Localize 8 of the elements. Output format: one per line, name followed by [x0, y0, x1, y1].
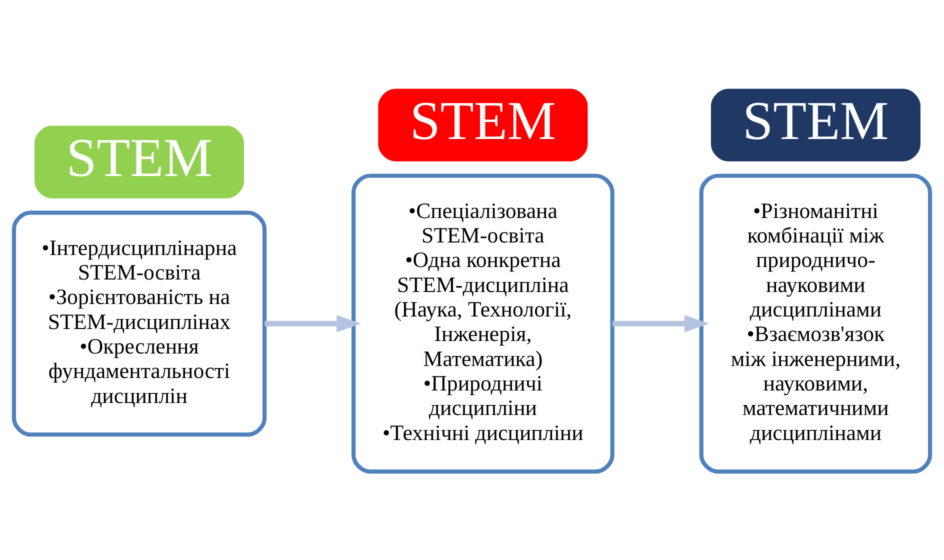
node-box: STEM	[378, 88, 588, 161]
arrow	[264, 314, 362, 332]
node-box: •Різноманітні комбінації між природничо-науковими дисциплінами •Взаємозв'язок між інженерними, науковими, математичними дисциплінами	[699, 173, 932, 474]
node-box: STEM	[34, 125, 244, 198]
node-box: STEM	[710, 88, 920, 161]
node-box: •Інтердисциплінарна STEM-освіта •Зорієнтованість на STEM-дисциплінах •Окреслення фундаментальності дисциплін	[12, 210, 267, 436]
node-box: •Спеціалізована STEM-освіта •Одна конкретна STEM-дисципліна (Наука, Технології, Інженерія, Математика) •Природничі дисципліни •Технічні дисципліни	[352, 173, 614, 474]
arrow	[612, 314, 710, 332]
